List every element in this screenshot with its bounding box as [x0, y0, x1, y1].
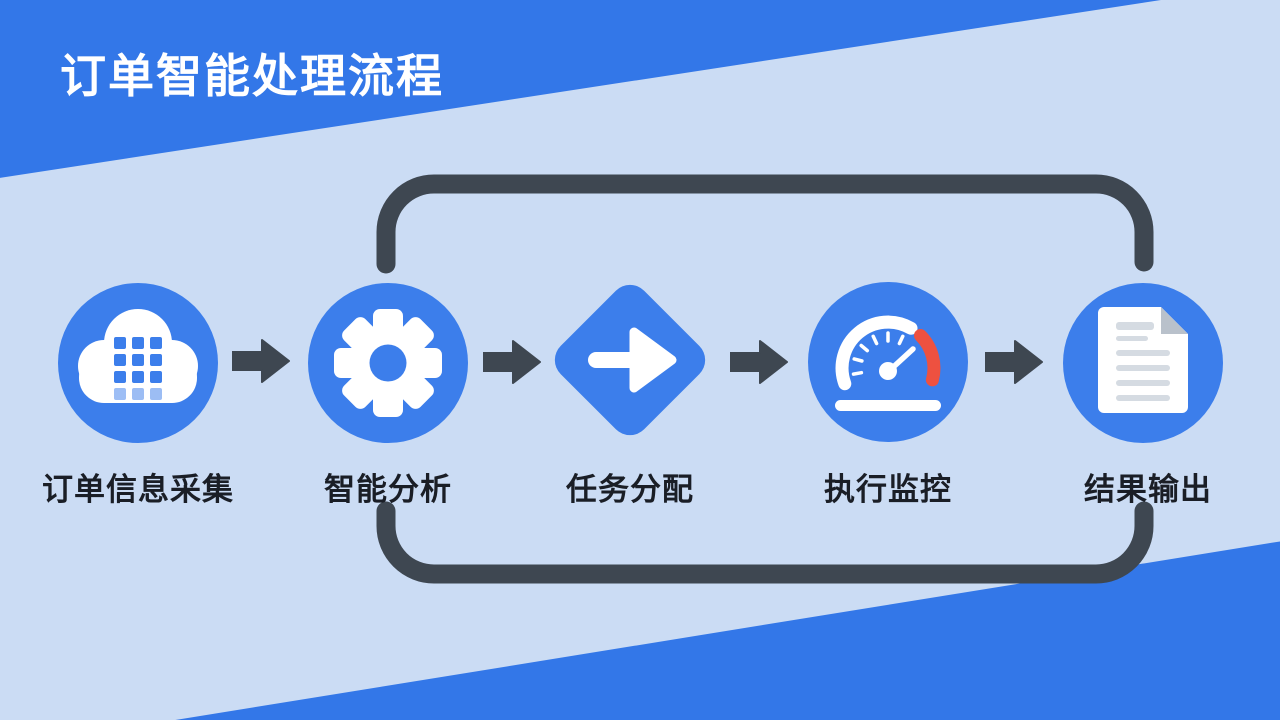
step-label-monitoring: 执行监控	[824, 472, 952, 507]
step-label-output: 结果输出	[1084, 472, 1212, 507]
gauge-icon	[808, 282, 968, 442]
step-node-output	[1063, 283, 1223, 443]
step-node-task-allocation	[540, 270, 720, 450]
gear-icon	[308, 283, 468, 443]
step-node-analysis	[308, 283, 468, 443]
cloud-data-icon	[58, 283, 218, 443]
document-icon	[1063, 283, 1223, 443]
step-node-monitoring	[808, 282, 968, 442]
step-label-order-collection: 订单信息采集	[42, 472, 234, 507]
page-title: 订单智能处理流程	[60, 50, 444, 102]
flow-arrow-icon	[985, 340, 1043, 384]
flow-arrow-icon	[483, 340, 541, 384]
step-label-task-allocation: 任务分配	[566, 472, 694, 507]
flow-arrow-icon	[730, 340, 788, 384]
step-label-analysis: 智能分析	[324, 472, 452, 507]
feedback-loop-top	[376, 174, 1154, 274]
feedback-loop-bottom	[376, 501, 1154, 584]
flow-arrow-icon	[232, 339, 290, 383]
step-node-order-collection	[58, 283, 218, 443]
diamond-route-icon	[554, 284, 706, 436]
